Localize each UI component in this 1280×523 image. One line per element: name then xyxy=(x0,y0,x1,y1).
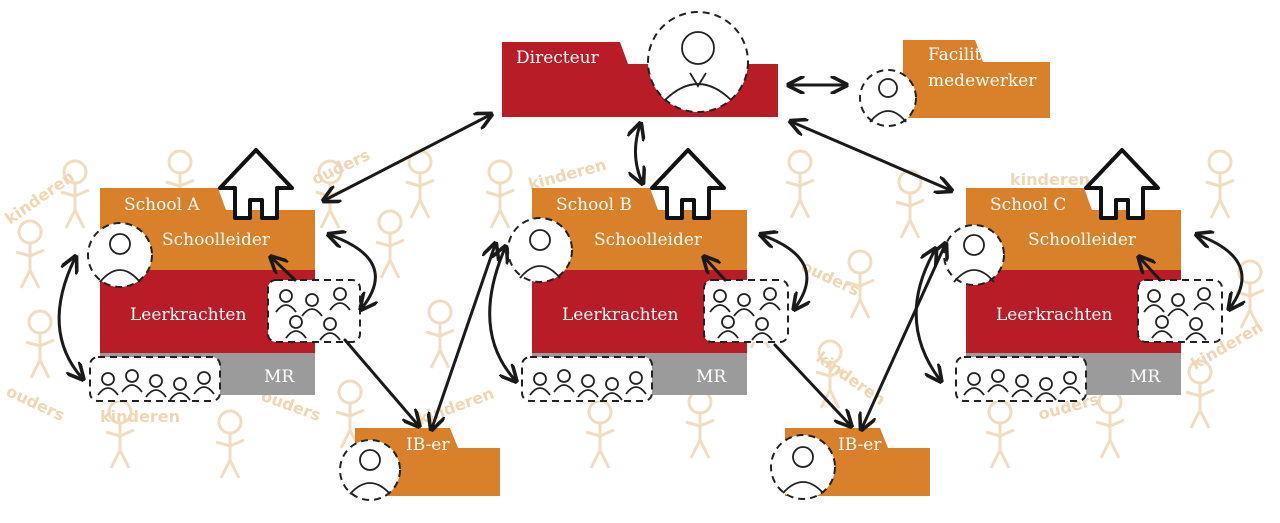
directeur-label: Directeur xyxy=(516,48,600,68)
ib-er-folder-1: IB-er xyxy=(339,428,500,501)
mr-group-icon xyxy=(955,356,1087,402)
leerkrachten-label: Leerkrachten xyxy=(996,305,1112,325)
teachers-group-icon xyxy=(267,279,361,343)
ib-er-label: IB-er xyxy=(838,435,882,455)
schoolleider-label: Schoolleider xyxy=(1028,230,1137,250)
person-icon xyxy=(664,31,732,101)
bg-word-ouders: ouders xyxy=(309,145,373,188)
leerkrachten-label: Leerkrachten xyxy=(130,305,246,325)
facilitair-label-line1: Facilitair xyxy=(928,45,1006,65)
mr-label: MR xyxy=(264,367,295,387)
directeur-folder: Directeur xyxy=(502,11,778,117)
bg-word-kinderen: kinderen xyxy=(1010,170,1090,189)
teachers-group-icon xyxy=(703,279,789,343)
mr-label: MR xyxy=(696,367,727,387)
school-name: School B xyxy=(556,195,632,215)
house-icon xyxy=(650,148,726,220)
house-icon xyxy=(1084,148,1160,220)
ib-er-label: IB-er xyxy=(406,435,450,455)
person-icon xyxy=(99,233,141,283)
directeur-avatar xyxy=(647,11,749,113)
schoolleider-label: Schoolleider xyxy=(162,230,271,250)
bg-word-kinderen: kinderen xyxy=(1,167,77,228)
mr-label: MR xyxy=(1130,367,1161,387)
facilitair-label-line2: medewerker xyxy=(928,71,1037,91)
school-name: School C xyxy=(990,195,1066,215)
schoolleider-label: Schoolleider xyxy=(594,230,703,250)
house-icon xyxy=(218,148,294,220)
school-a-folder: School A Schoolleider Leerkrachten MR xyxy=(87,148,361,402)
leerkrachten-label: Leerkrachten xyxy=(562,305,678,325)
school-name: School A xyxy=(124,195,200,215)
bg-word-kinderen: kinderen xyxy=(100,407,180,426)
person-icon xyxy=(519,229,561,279)
school-b-folder: School B Schoolleider Leerkrachten MR xyxy=(507,148,789,402)
bg-word-ouders: ouders xyxy=(3,381,67,424)
schoolleider-avatar xyxy=(87,222,153,288)
teachers-group-icon xyxy=(1137,279,1223,343)
relation-arrows xyxy=(57,85,1242,428)
person-icon xyxy=(349,449,391,495)
person-icon xyxy=(782,446,824,494)
mr-group-icon xyxy=(89,356,221,402)
facilitair-folder: Facilitair medewerker xyxy=(859,40,1050,127)
mr-group-icon xyxy=(521,356,653,402)
bg-word-kinderen: kinderen xyxy=(415,384,497,429)
ib-er-folder-2: IB-er xyxy=(770,428,930,500)
facilitair-avatar xyxy=(859,69,917,127)
school-c-folder: School C Schoolleider Leerkrachten MR xyxy=(943,148,1223,402)
person-icon xyxy=(953,234,995,283)
